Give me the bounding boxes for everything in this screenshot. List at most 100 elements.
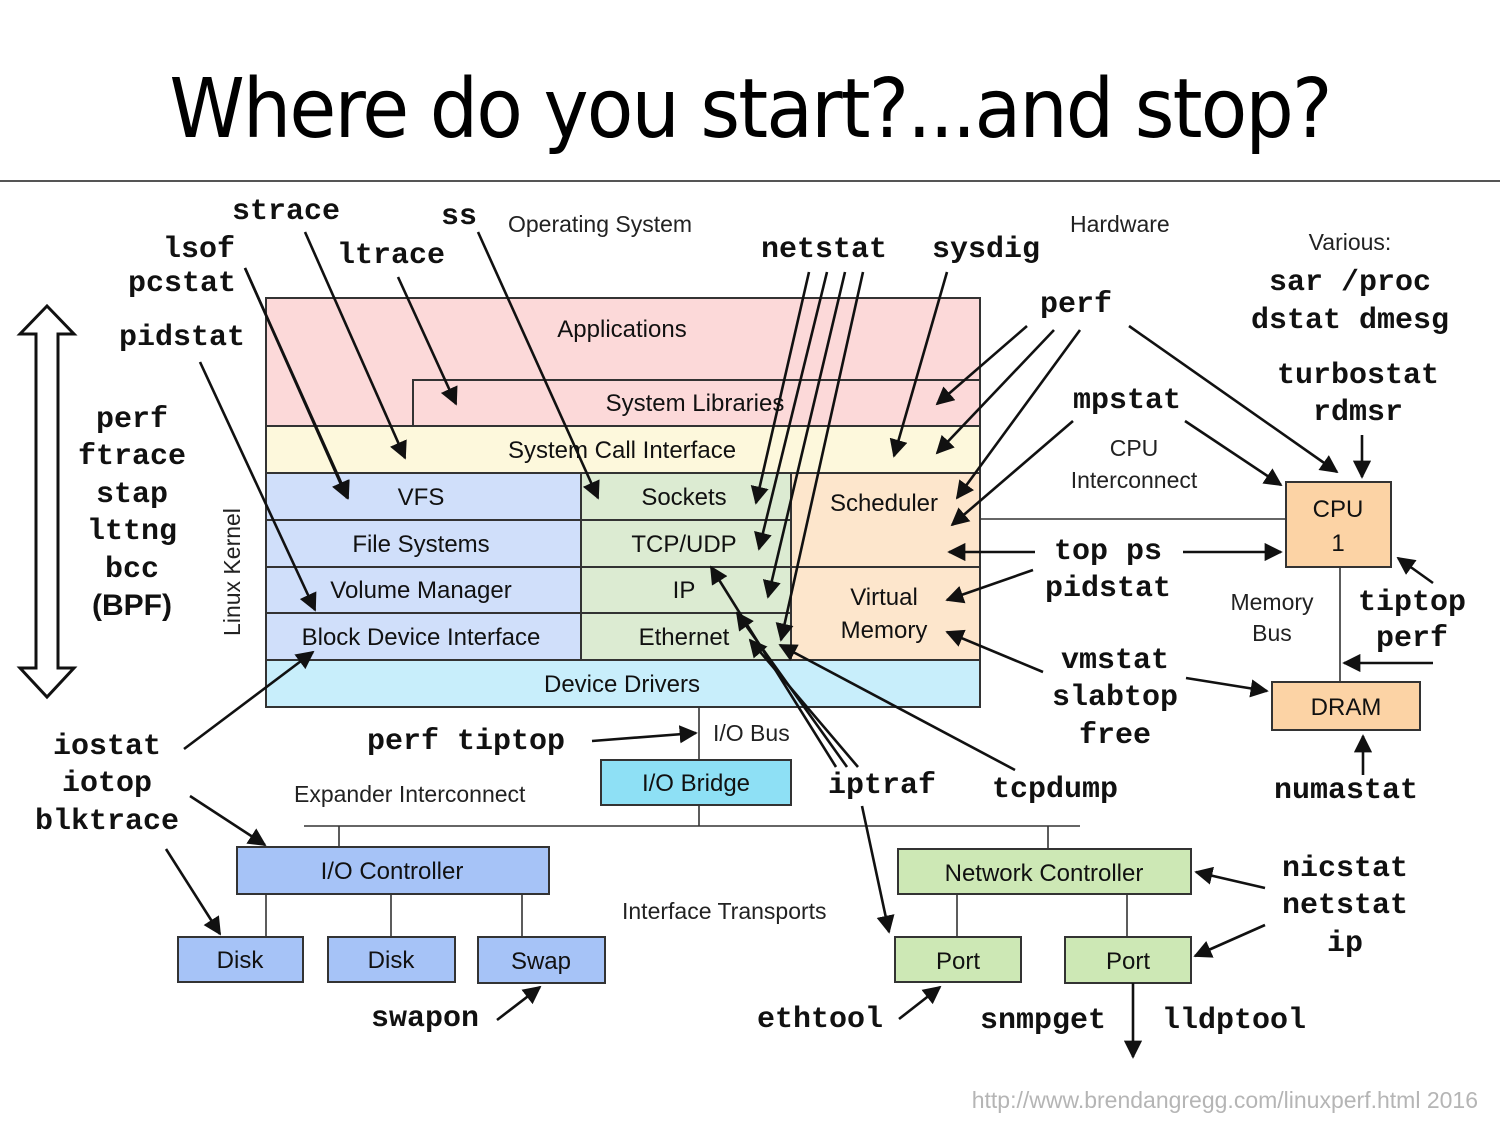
cpu-interconnect-label-1: CPU (1110, 435, 1159, 461)
applications-label: Applications (557, 316, 686, 343)
disk-2-label: Disk (368, 947, 416, 974)
vfs-layer (265, 472, 582, 521)
ip-label: IP (673, 577, 696, 604)
arrow-tiptop-cpu (1396, 556, 1434, 585)
port-1-box (894, 936, 1022, 983)
memory-bus-label-1: Memory (1230, 589, 1314, 615)
swap-box (477, 936, 606, 984)
disk-2-box (327, 936, 456, 983)
arrow-mpstat-cpu (1184, 419, 1283, 487)
tool-strace: strace (232, 195, 340, 229)
tool-lldptool: lldptool (1162, 1004, 1306, 1038)
tool-blktrace: blktrace (35, 805, 179, 839)
system-libraries-layer (412, 379, 981, 427)
arrow-strace (303, 231, 407, 460)
arrow-vmstat-vm (945, 629, 1044, 674)
virtual-memory-label-2: Memory (841, 617, 928, 644)
arrow-pidstat-top (198, 361, 317, 612)
tool-netstat-nic: netstat (1282, 889, 1408, 923)
dram-box (1271, 681, 1421, 731)
device-drivers-label: Device Drivers (544, 671, 700, 698)
tool-tcpdump: tcpdump (992, 773, 1118, 807)
port-1-label: Port (936, 948, 980, 975)
tool-pidstat-mid: pidstat (1045, 572, 1171, 606)
disk-1-box (177, 936, 304, 983)
syscall-layer (265, 425, 981, 474)
tool-netstat-top: netstat (761, 233, 887, 267)
tool-mpstat: mpstat (1073, 384, 1181, 418)
source-footer: http://www.brendangregg.com/linuxperf.ht… (972, 1087, 1478, 1113)
linux-kernel-label: Linux Kernel (219, 508, 245, 636)
tool-perf-top: perf (1040, 288, 1112, 322)
arrow-slabtop-dram (1185, 676, 1269, 698)
file-systems-label: File Systems (352, 531, 489, 558)
title-divider (0, 180, 1500, 182)
tool-swapon: swapon (371, 1002, 479, 1036)
tool-rdmsr: rdmsr (1313, 396, 1403, 430)
tool-kernel-ftrace: ftrace (78, 440, 186, 474)
cpu-label-1: CPU (1313, 496, 1364, 523)
io-controller-box (236, 846, 550, 895)
ethernet-label: Ethernet (639, 624, 730, 651)
tcp-udp-layer (580, 519, 792, 568)
tool-iostat: iostat (53, 730, 161, 764)
arrow-sysdig (889, 271, 949, 458)
scheduler-label: Scheduler (830, 490, 938, 517)
arrow-ss (476, 231, 600, 500)
tool-numastat: numastat (1274, 774, 1418, 808)
tool-ip: ip (1327, 927, 1363, 961)
arrow-netstat-4 (775, 271, 865, 642)
tool-iotop: iotop (62, 767, 152, 801)
tool-labels: strace ss lsof ltrace pcstat pidstat net… (35, 195, 1466, 1038)
tool-lsof: lsof (163, 233, 235, 267)
device-drivers-layer (265, 659, 981, 708)
os-stack: Applications System Libraries System Cal… (265, 297, 981, 708)
arrow-pcstat (243, 267, 350, 500)
io-bus-label: I/O Bus (713, 720, 790, 746)
syscall-label: System Call Interface (508, 437, 736, 464)
arrow-swapon (496, 985, 542, 1022)
tool-ltrace: ltrace (337, 239, 445, 273)
virtual-memory-label-1: Virtual (850, 584, 918, 611)
volume-manager-layer (265, 566, 582, 614)
operating-system-label: Operating System (508, 211, 692, 237)
arrow-ethtool (898, 985, 942, 1021)
arrow-perf-cpu (1128, 324, 1339, 474)
tool-ss: ss (441, 200, 477, 234)
vfs-label: VFS (398, 484, 445, 511)
sockets-label: Sockets (641, 484, 726, 511)
disk-1-label: Disk (217, 947, 265, 974)
virtual-memory-layer (790, 566, 981, 661)
arrow-perf-syscall (935, 329, 1055, 455)
io-bridge-box (600, 759, 792, 806)
tool-sysdig: sysdig (932, 233, 1040, 267)
arrow-ltrace (396, 276, 458, 406)
arrow-ip-port (1193, 923, 1266, 958)
memory-bus-label-2: Bus (1252, 620, 1292, 646)
tool-top-ps: top ps (1054, 535, 1162, 569)
arrow-netstat-2 (754, 271, 829, 551)
tool-nicstat: nicstat (1282, 852, 1408, 886)
io-bridge-label: I/O Bridge (642, 770, 750, 797)
tool-turbostat: turbostat (1277, 359, 1439, 393)
port-2-box (1064, 936, 1192, 984)
io-controller-label: I/O Controller (321, 858, 464, 885)
double-arrow-icon (16, 303, 78, 700)
arrow-iotop (189, 794, 267, 847)
arrow-iptraf-3 (748, 638, 859, 768)
tool-perf-tiptop: perf tiptop (367, 725, 565, 759)
tool-kernel-stap: stap (96, 478, 168, 512)
cpu-label-2: 1 (1331, 530, 1344, 557)
tool-vmstat: vmstat (1061, 644, 1169, 678)
volume-manager-label: Volume Manager (330, 577, 511, 604)
network-controller-box (897, 848, 1192, 895)
dram-label: DRAM (1311, 694, 1382, 721)
network-controller-label: Network Controller (945, 860, 1144, 887)
cpu-box (1285, 481, 1392, 568)
tool-pcstat: pcstat (128, 267, 236, 301)
tool-slabtop: slabtop (1052, 681, 1178, 715)
tool-iptraf: iptraf (828, 769, 936, 803)
arrow-perf-lib (935, 325, 1028, 406)
arrow-perf-sched (955, 329, 1082, 500)
tool-kernel-bcc: bcc (105, 553, 159, 587)
